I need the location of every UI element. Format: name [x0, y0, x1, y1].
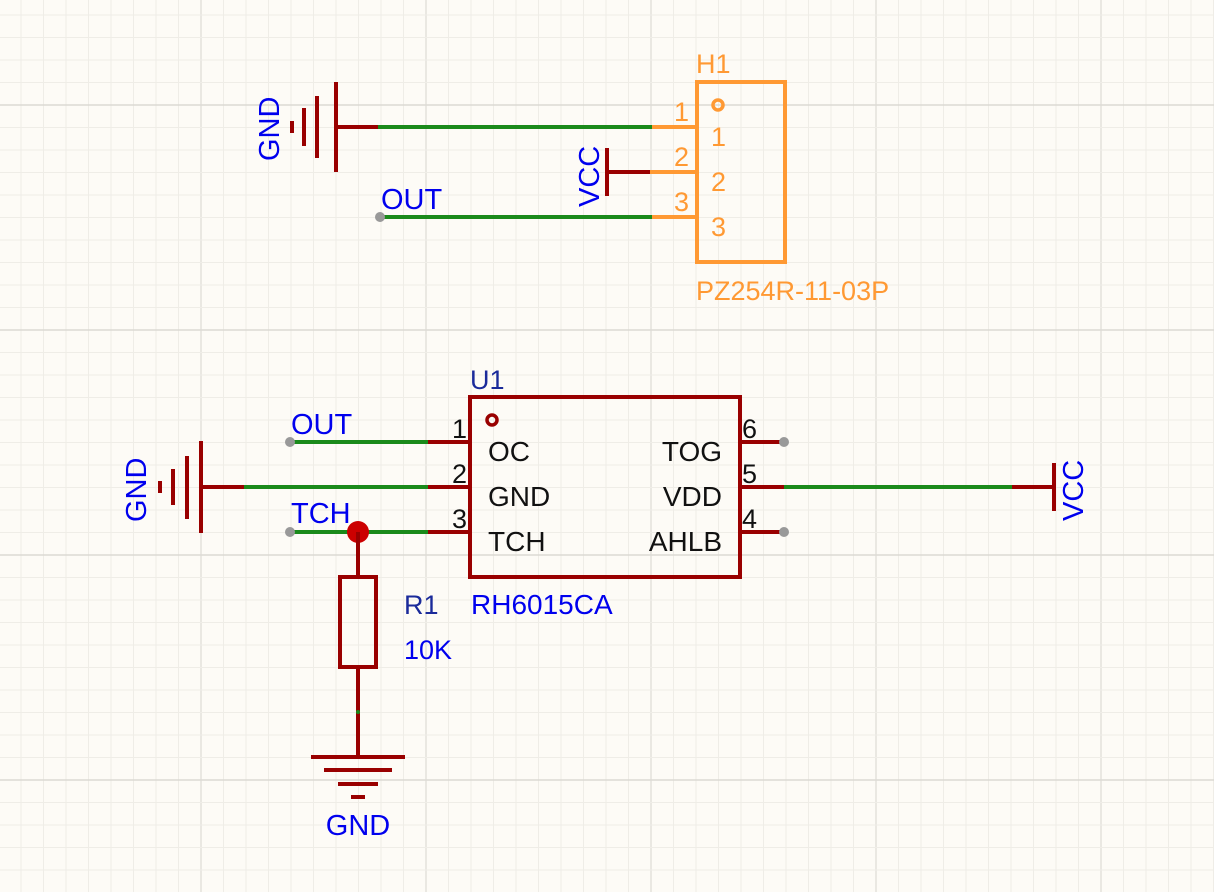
wire-joint-dot	[356, 710, 360, 714]
r1-value: 10K	[404, 635, 452, 665]
vcc-label-h1: VCC	[574, 146, 606, 207]
u1-pin-4-name: AHLB	[649, 526, 722, 557]
h1-pin-2-name: 2	[711, 167, 726, 197]
gnd-symbol-u1[interactable]: GND	[121, 441, 244, 533]
u1-pin-1-number: 1	[452, 414, 467, 444]
ic-u1[interactable]: U1 RH6015CA 1 2 3 OC GND TCH 6 5 4 TOG V…	[428, 365, 789, 620]
vcc-symbol-u1[interactable]: VCC	[1012, 460, 1090, 521]
no-connect-dot	[779, 527, 789, 537]
out-label-u1: OUT	[291, 409, 353, 441]
h1-designator: H1	[696, 49, 731, 79]
u1-pin-2-name: GND	[488, 481, 550, 512]
u1-pin-1-name: OC	[488, 436, 530, 467]
u1-pin-4-number: 4	[742, 504, 757, 534]
u1-pin-5-number: 5	[742, 459, 757, 489]
net-out-h1[interactable]: OUT	[375, 184, 652, 222]
net-out-u1[interactable]: OUT	[285, 409, 428, 447]
h1-pin-3-name: 3	[711, 212, 726, 242]
u1-pin-6-number: 6	[742, 414, 757, 444]
wire-end-dot	[285, 527, 295, 537]
u1-pin-2-number: 2	[452, 459, 467, 489]
h1-pin-3-number: 3	[674, 187, 689, 217]
wire-end-dot	[285, 437, 295, 447]
u1-pin-3-name: TCH	[488, 526, 546, 557]
u1-value: RH6015CA	[471, 589, 613, 620]
vcc-symbol-h1[interactable]: VCC	[574, 146, 650, 207]
h1-value: PZ254R-11-03P	[696, 276, 889, 306]
gnd-label-u1: GND	[121, 458, 153, 522]
h1-pin-2-number: 2	[674, 142, 689, 172]
vcc-label-u1: VCC	[1058, 460, 1090, 521]
u1-designator: U1	[470, 365, 505, 395]
resistor-r1[interactable]: R1 10K	[338, 532, 452, 757]
out-label-h1: OUT	[381, 184, 443, 216]
u1-pin-6-name: TOG	[662, 436, 722, 467]
tch-label: TCH	[291, 498, 351, 530]
pin1-marker-icon	[711, 98, 725, 112]
gnd-label-r1: GND	[326, 810, 390, 842]
gnd-label-h1: GND	[254, 97, 286, 161]
h1-pin-1-number: 1	[674, 97, 689, 127]
h1-pin-1-name: 1	[711, 122, 726, 152]
connector-h1[interactable]: H1 PZ254R-11-03P 1 2 3 1 2 3	[650, 49, 889, 306]
u1-pin-3-number: 3	[452, 504, 467, 534]
pin1-marker-icon	[485, 413, 499, 427]
r1-designator: R1	[404, 590, 439, 620]
no-connect-dot	[779, 437, 789, 447]
wire-end-dot	[375, 212, 385, 222]
gnd-symbol-h1[interactable]: GND	[254, 82, 378, 172]
u1-pin-5-name: VDD	[663, 481, 722, 512]
gnd-symbol-r1[interactable]: GND	[311, 755, 405, 842]
